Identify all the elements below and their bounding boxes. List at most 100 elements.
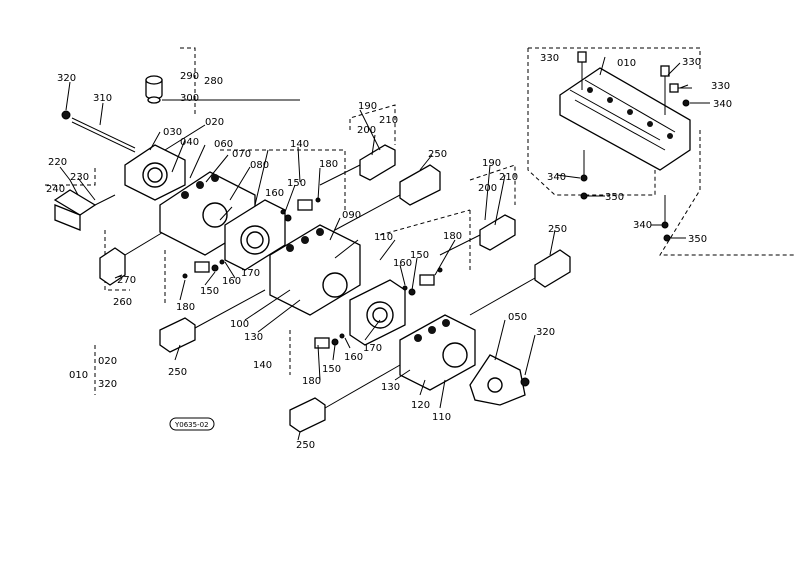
- label-180: 180: [176, 302, 195, 313]
- port-090-a: [286, 244, 294, 252]
- label-310: 310: [93, 93, 112, 104]
- screw-180-a: [182, 273, 188, 279]
- label-150: 150: [200, 286, 219, 297]
- valve-250-c: [534, 249, 571, 288]
- port-060-c: [211, 174, 219, 182]
- label-190: 190: [482, 158, 501, 169]
- label-080: 080: [250, 160, 269, 171]
- oring-150-b: [284, 214, 292, 222]
- label-350: 350: [605, 192, 624, 203]
- cap-180-c: [419, 274, 435, 286]
- label-070: 070: [232, 149, 251, 160]
- seal-170-b: [366, 301, 394, 329]
- label-180: 180: [319, 159, 338, 170]
- cap-180-a: [194, 261, 210, 273]
- frame-190-b: [469, 164, 516, 205]
- label-170: 170: [363, 343, 382, 354]
- rod-310: [71, 117, 136, 149]
- valve-250-b: [159, 317, 196, 353]
- figure-code-frame: [169, 417, 215, 431]
- label-270: 270: [117, 275, 136, 286]
- plug-290-top: [145, 75, 163, 85]
- label-330: 330: [711, 81, 730, 92]
- port-2: [607, 97, 613, 103]
- seal-170-b-inner: [372, 307, 388, 323]
- label-130: 130: [244, 332, 263, 343]
- valve-200-a-stem: [319, 164, 361, 186]
- washer-340-a: [682, 99, 690, 107]
- cover-030-ring: [142, 162, 168, 188]
- bolt-330-a: [577, 51, 587, 63]
- seal-170-a: [240, 225, 270, 255]
- part-labels: 330 010 330 330 340 340 350 340 350 320 …: [46, 53, 732, 451]
- label-060: 060: [214, 139, 233, 150]
- port-060-a: [181, 191, 189, 199]
- label-170: 170: [241, 268, 260, 279]
- nut-320-a: [61, 110, 71, 120]
- seal-110-b: [442, 342, 468, 368]
- label-230: 230: [70, 172, 89, 183]
- end-cover-050-ring: [487, 377, 503, 393]
- label-010: 010: [617, 58, 636, 69]
- valve-200-a: [359, 144, 396, 181]
- port-3: [627, 109, 633, 115]
- spring-160-d: [339, 333, 345, 339]
- label-030: 030: [163, 127, 182, 138]
- valve-200-b: [479, 214, 516, 251]
- oring-040: [147, 167, 163, 183]
- valve-230-stem: [94, 194, 116, 206]
- port-090-c: [316, 228, 324, 236]
- port-110-c: [442, 319, 450, 327]
- cap-180-b: [297, 199, 313, 211]
- label-280: 280: [204, 76, 223, 87]
- end-cover-050: [469, 354, 526, 406]
- port-060-b: [196, 181, 204, 189]
- washer-340-b: [580, 174, 588, 182]
- assembly-frame-top: [528, 47, 701, 70]
- label-250: 250: [428, 149, 447, 160]
- bolt-330-b: [660, 65, 670, 77]
- label-130: 130: [381, 382, 400, 393]
- label-330: 330: [540, 53, 559, 64]
- frame-260: [104, 230, 130, 291]
- assembly-frame-right: [659, 130, 794, 256]
- nut-320-b: [520, 377, 530, 387]
- label-200: 200: [357, 125, 376, 136]
- inlet-section-group: [45, 47, 256, 291]
- assembled-valve-body: [559, 67, 691, 171]
- port-5: [667, 133, 673, 139]
- label-350: 350: [688, 234, 707, 245]
- port-4: [647, 121, 653, 127]
- label-320: 320: [536, 327, 555, 338]
- washer-340-c: [661, 221, 669, 229]
- label-190: 190: [358, 101, 377, 112]
- frame-220: [45, 168, 96, 186]
- label-150: 150: [287, 178, 306, 189]
- valve-270: [99, 247, 126, 286]
- label-120: 120: [411, 400, 430, 411]
- label-020: 020: [98, 356, 117, 367]
- label-150: 150: [410, 250, 429, 261]
- valve-240-side: [54, 204, 81, 231]
- label-150: 150: [322, 364, 341, 375]
- frame-280: [180, 47, 196, 115]
- label-110: 110: [432, 412, 451, 423]
- label-050: 050: [508, 312, 527, 323]
- label-210: 210: [379, 115, 398, 126]
- label-180: 180: [302, 376, 321, 387]
- figure-code: Y0635-02: [174, 421, 209, 429]
- label-180: 180: [443, 231, 462, 242]
- label-320: 320: [98, 379, 117, 390]
- bolt-330-c: [669, 83, 679, 93]
- port-110-b: [428, 326, 436, 334]
- section-090-end: [224, 199, 286, 271]
- assembly-frame-left: [527, 48, 656, 196]
- seal-170-a-inner: [246, 231, 264, 249]
- valve-250-d: [289, 397, 326, 433]
- assembled-valve-group: [527, 47, 794, 256]
- cap-180-d: [314, 337, 330, 349]
- label-300: 300: [180, 93, 199, 104]
- label-040: 040: [180, 137, 199, 148]
